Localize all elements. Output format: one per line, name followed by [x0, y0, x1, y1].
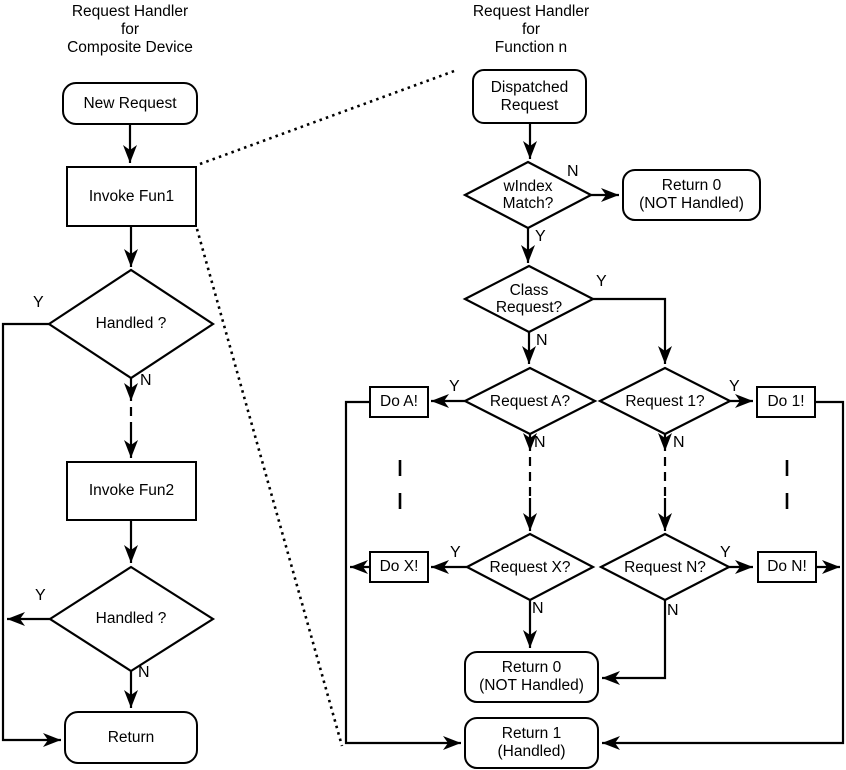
request-x-diamond [464, 532, 596, 602]
do-n-node: Do N! [757, 551, 817, 583]
request-n-diamond [598, 532, 732, 602]
request-1-diamond [597, 366, 733, 436]
do-1-node: Do 1! [756, 386, 816, 418]
return0-bottom-node: Return 0 (NOT Handled) [464, 651, 599, 703]
request-a-no-label: N [534, 434, 546, 451]
request-x-no-label: N [532, 600, 544, 617]
do-x-node: Do X! [369, 551, 429, 583]
handled1-label: Handled ? [95, 315, 167, 333]
request-a-label: Request A? [489, 392, 571, 410]
request-x-label: Request X? [489, 558, 571, 576]
windex-match-diamond [462, 160, 594, 230]
return-node: Return [64, 711, 198, 764]
class-no-label: N [536, 332, 548, 349]
dispatched-request-node: Dispatched Request [472, 69, 587, 124]
windex-match-label: wIndex Match? [502, 177, 554, 212]
request-x-yes-label: Y [450, 544, 461, 561]
handled2-diamond [47, 565, 216, 673]
return1-node: Return 1 (Handled) [464, 717, 599, 769]
class-request-diamond [462, 264, 596, 334]
handled1-diamond [46, 268, 216, 380]
new-request-node: New Request [62, 82, 198, 125]
handled2-yes-label: Y [35, 587, 46, 604]
class-request-label: Class Request? [495, 281, 563, 316]
invoke-fun1-node: Invoke Fun1 [66, 166, 197, 227]
request-n-no-label: N [667, 602, 679, 619]
left-diagram-title: Request Handler for Composite Device [67, 3, 193, 56]
edge-class-yes-request1 [593, 297, 672, 364]
edge-do1-collector-return1 [602, 400, 845, 750]
windex-yes-label: Y [535, 228, 546, 245]
zoom-dotted-line-top [199, 68, 458, 166]
handled2-no-label: N [138, 664, 150, 681]
do-a-node: Do A! [369, 386, 429, 418]
zoom-dotted-line-bottom [195, 228, 344, 747]
edge-requestn-no-return0 [602, 600, 667, 685]
class-yes-label: Y [596, 273, 607, 290]
edge-handled1-yes-return [1, 322, 61, 747]
request-a-yes-label: Y [449, 378, 460, 395]
request-n-yes-label: Y [720, 544, 731, 561]
request-1-no-label: N [673, 434, 685, 451]
handled1-yes-label: Y [33, 294, 44, 311]
windex-no-label: N [567, 163, 579, 180]
right-diagram-title: Request Handler for Function n [472, 3, 590, 56]
handled1-no-label: N [140, 372, 152, 389]
return0-top-node: Return 0 (NOT Handled) [622, 169, 761, 221]
request-1-label: Request 1? [625, 392, 705, 410]
request-1-yes-label: Y [729, 378, 740, 395]
invoke-fun2-node: Invoke Fun2 [66, 461, 197, 521]
handled2-label: Handled ? [95, 610, 167, 628]
request-n-label: Request N? [624, 558, 706, 576]
edge-doa-collector-return1 [344, 400, 461, 750]
request-a-diamond [462, 366, 598, 436]
